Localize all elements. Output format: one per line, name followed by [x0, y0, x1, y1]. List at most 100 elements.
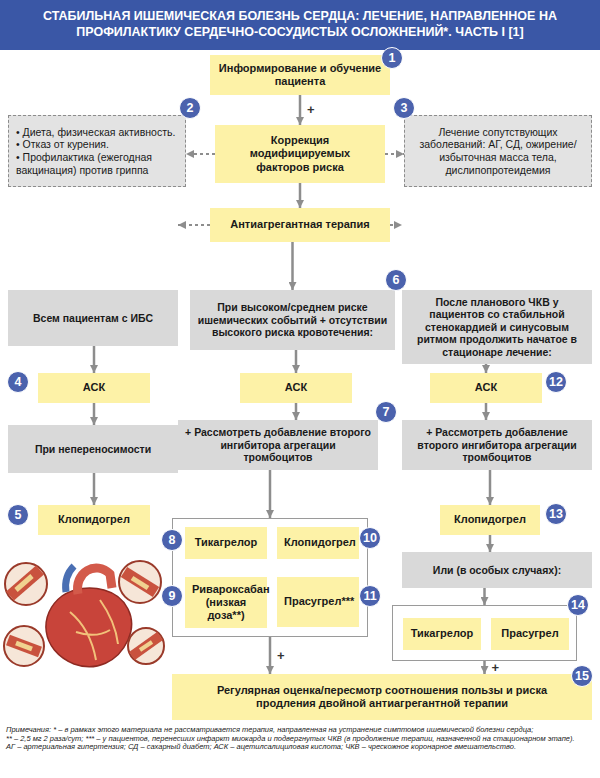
- edge-label: +: [491, 661, 501, 674]
- flow-arrow: [299, 95, 302, 125]
- box-text: АСК: [45, 381, 143, 394]
- edge-label: +: [306, 103, 316, 116]
- box-text: Тикагрелор: [192, 536, 260, 549]
- box-text: • Профилактика (ежегодная вакцинация) пр…: [16, 151, 178, 176]
- step-box: Регулярная оценка/пересмотр соотношения …: [172, 674, 592, 720]
- group-box: Тикагрелор Прасугрел: [392, 605, 577, 661]
- callout-number: 3: [393, 97, 415, 119]
- step-box: Прасугрел***: [277, 577, 359, 627]
- callout-number: 2: [179, 97, 201, 119]
- condition-box: После планового ЧКВ у пациентов со стаби…: [402, 290, 592, 364]
- box-text: Прасугрел: [498, 627, 562, 640]
- callout-number: 15: [571, 665, 593, 687]
- box-text: АСК: [437, 381, 535, 394]
- condition-box: Или (в особых случаях):: [402, 552, 592, 588]
- callout-number: 10: [359, 527, 381, 549]
- flow-arrow: [299, 183, 302, 208]
- callout-number: 4: [7, 371, 29, 393]
- box-text: Клопидогрел: [284, 536, 352, 549]
- box-text: Антиагрегантная терапия: [217, 218, 383, 231]
- flow-arrow: [269, 470, 272, 518]
- flow-arrow: [269, 637, 272, 674]
- flow-arrow: [291, 242, 294, 290]
- condition-box: + Рассмотреть добавление второго ингибит…: [402, 420, 592, 470]
- flow-arrow: [483, 588, 486, 605]
- box-text: АСК: [247, 381, 345, 394]
- flow-arrow: [489, 470, 492, 505]
- callout-number: 5: [7, 504, 29, 526]
- flow-arrow: [485, 403, 488, 420]
- box-text: При высоком/среднем риске ишемических со…: [197, 301, 388, 339]
- flow-arrow: [489, 535, 492, 552]
- flow-arrow: [93, 403, 96, 425]
- box-text: + Рассмотреть добавление второго ингибит…: [409, 426, 585, 464]
- flow-arrow: [93, 346, 96, 373]
- edge-label: +: [276, 649, 286, 662]
- condition-box: При высоком/среднем риске ишемических со…: [190, 290, 395, 350]
- vena-cava: [66, 566, 74, 592]
- callout-number: 6: [385, 269, 407, 291]
- box-text: После планового ЧКВ у пациентов со стаби…: [409, 296, 585, 359]
- box-text: Всем пациентам с ИБС: [15, 312, 171, 325]
- box-text: Ривароксабан (низкая доза**): [192, 583, 260, 623]
- box-text: Прасугрел***: [284, 595, 352, 608]
- step-box: АСК: [240, 373, 352, 403]
- callout-number: 13: [545, 503, 567, 525]
- condition-box: При непереносимости: [8, 425, 178, 473]
- step-box: Тикагрелор: [185, 527, 267, 559]
- dashed-arrow: [178, 224, 210, 226]
- vessel-inset: [128, 628, 164, 664]
- footnote: АГ – артериальная гипертензия; СД – саха…: [6, 743, 594, 752]
- dashed-arrow: [186, 153, 215, 155]
- callout-number: 1: [381, 47, 403, 69]
- box-text: Клопидогрел: [45, 513, 143, 526]
- step-box: Ривароксабан (низкая доза**): [185, 577, 267, 628]
- heart-body: [46, 588, 132, 667]
- footnote: Примечания: * – в рамках этого материала…: [6, 726, 594, 735]
- step-box: Антиагрегантная терапия: [210, 208, 390, 242]
- box-text: Или (в особых случаях):: [409, 564, 585, 577]
- flow-arrow: [295, 350, 298, 373]
- step-box: АСК: [38, 373, 150, 403]
- box-text: Коррекция модифицируемых факторов риска: [222, 134, 378, 174]
- flow-arrow: [485, 364, 488, 373]
- step-box: Клопидогрел: [440, 505, 540, 535]
- flow-arrow: [295, 403, 298, 420]
- box-text: Информирование и обучение пациента: [217, 62, 383, 88]
- callout-number: 9: [161, 585, 183, 607]
- flow-arrow: [93, 473, 96, 505]
- condition-box: Всем пациентам с ИБС: [8, 290, 178, 346]
- step-box: Тикагрелор: [403, 618, 481, 650]
- box-text: Лечение сопутствующих заболеваний: АГ, С…: [412, 126, 584, 176]
- footnote: ** – 2,5 мг 2 раза/сут; *** – у пациенто…: [6, 735, 594, 744]
- dashed-arrow: [390, 224, 402, 226]
- callout-number: 8: [161, 529, 183, 551]
- dashed-arrow: [385, 153, 404, 155]
- flow-arrow: [483, 661, 486, 674]
- box-text: Тикагрелор: [410, 627, 474, 640]
- title-band: СТАБИЛЬНАЯ ИШЕМИЧЕСКАЯ БОЛЕЗНЬ СЕРДЦА: Л…: [0, 0, 600, 50]
- box-text: • Диета, физическая активность.: [16, 126, 178, 139]
- box-text: • Отказ от курения.: [16, 138, 178, 151]
- note-box: Лечение сопутствующих заболеваний: АГ, С…: [404, 115, 592, 187]
- vessel-inset: [4, 626, 44, 666]
- box-text: + Рассмотреть добавление второго ингибит…: [185, 426, 371, 464]
- callout-number: 11: [359, 585, 381, 607]
- vessel-inset: [119, 561, 161, 603]
- step-box: Коррекция модифицируемых факторов риска: [215, 125, 385, 183]
- step-box: Клопидогрел: [38, 505, 150, 535]
- box-text: При непереносимости: [15, 443, 171, 456]
- callout-number: 7: [375, 401, 397, 423]
- aorta: [78, 568, 112, 594]
- group-box: Тикагрелор КлопидогрелРивароксабан (низка…: [172, 518, 368, 637]
- step-box: Прасугрел: [491, 618, 569, 650]
- step-box: Клопидогрел: [277, 527, 359, 559]
- note-box: • Диета, физическая активность.• Отказ о…: [8, 115, 186, 187]
- coronary-artery: [70, 600, 118, 660]
- vessel-inset: [5, 563, 47, 605]
- step-box: АСК: [430, 373, 542, 403]
- box-text: Клопидогрел: [447, 513, 533, 526]
- step-box: Информирование и обучение пациента: [210, 55, 390, 95]
- condition-box: + Рассмотреть добавление второго ингибит…: [178, 420, 378, 470]
